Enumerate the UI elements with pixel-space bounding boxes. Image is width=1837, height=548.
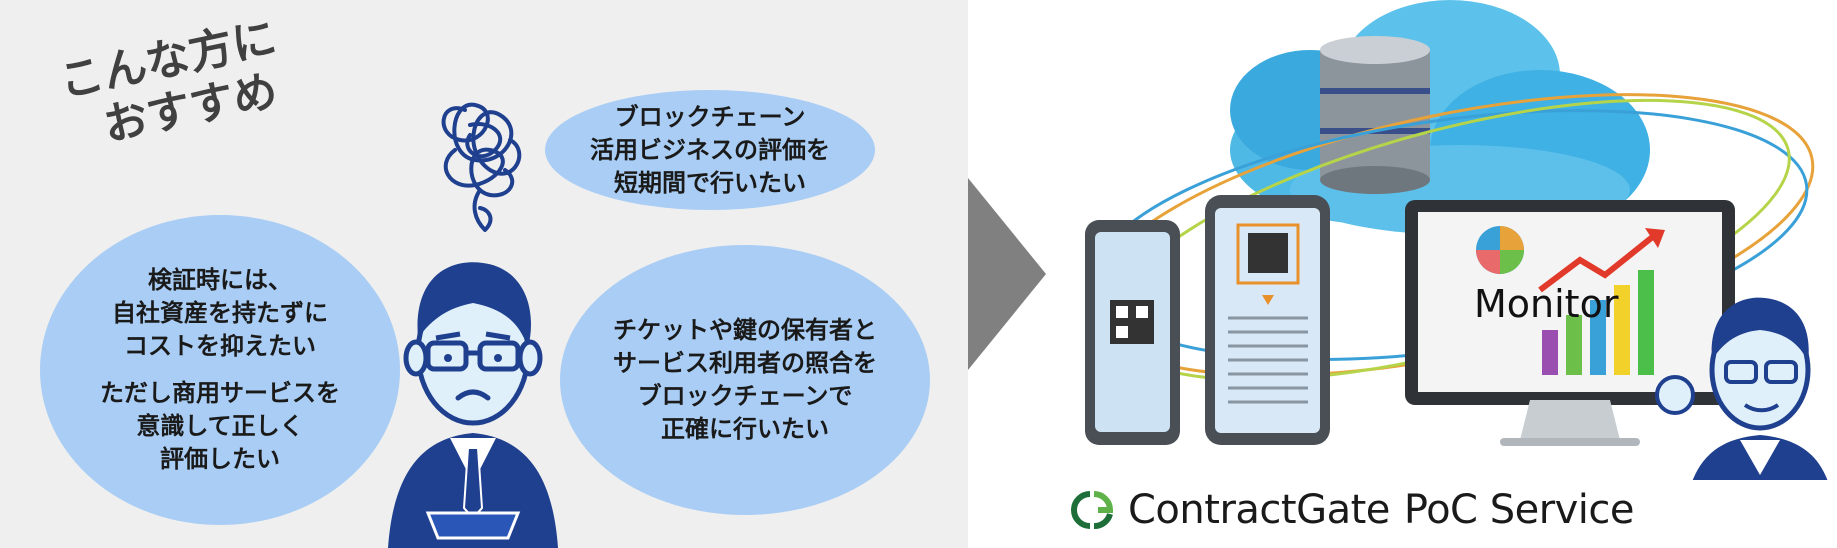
monitor-label: Monitor	[1474, 282, 1619, 326]
bubble-line: 活用ビジネスの評価を	[590, 135, 830, 164]
bubble-line: チケットや鍵の保有者と	[613, 316, 877, 344]
pie-chart-icon	[1476, 226, 1524, 274]
worried-person-icon	[388, 262, 558, 548]
heading: こんな方に おすすめ	[55, 12, 292, 159]
bubble-line: サービス利用者の照合を	[613, 349, 877, 377]
bubble-line: コストを抑えたい	[124, 332, 316, 360]
speech-bubble-blockchain-eval: ブロックチェーン 活用ビジネスの評価を 短期間で行いたい	[545, 90, 875, 210]
phone-icon	[1085, 220, 1180, 445]
bubble-line: ただし商用サービスを	[100, 379, 340, 407]
bubble-line: 正確に行いたい	[661, 415, 829, 443]
bubble-line: 自社資産を持たずに	[112, 299, 328, 327]
arrow-right-icon	[968, 178, 1046, 370]
bubble-line: ブロックチェーンで	[637, 382, 853, 410]
happy-person-icon	[1655, 297, 1828, 480]
scribble-icon	[441, 102, 522, 232]
left-panel: こんな方に おすすめ ブロックチェーン 活用ビジネスの評価を 短期間で行いたい	[0, 0, 968, 548]
bubble-line: 検証時には、	[148, 266, 292, 294]
monitor-icon	[1405, 200, 1735, 446]
contractgate-logo-icon	[1071, 491, 1114, 529]
phone-with-document-icon	[1205, 195, 1330, 445]
speech-bubble-ticket: チケットや鍵の保有者と サービス利用者の照合を ブロックチェーンで 正確に行いた…	[560, 245, 930, 515]
logo: ContractGate PoC Service	[1068, 486, 1635, 534]
service-illustration	[1085, 0, 1828, 480]
logo-product-text: PoC Service	[1403, 487, 1635, 533]
logo-brand-text: ContractGate	[1128, 487, 1390, 533]
database-icon	[1320, 36, 1430, 194]
bubble-line: 評価したい	[160, 445, 280, 473]
bubble-line: 短期間で行いたい	[614, 168, 806, 197]
speech-bubble-cost: 検証時には、 自社資産を持たずに コストを抑えたい ただし商用サービスを 意識し…	[40, 215, 400, 525]
bubble-line: 意識して正しく	[136, 412, 304, 440]
bubble-line: ブロックチェーン	[614, 102, 806, 131]
